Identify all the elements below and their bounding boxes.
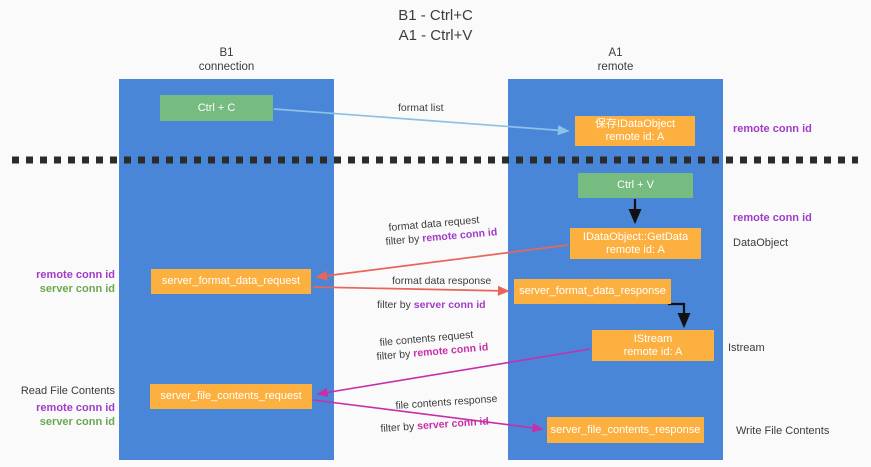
- column-header-b1-role: connection: [198, 61, 255, 73]
- box-server-file-contents-request[interactable]: server_file_contents_request: [150, 384, 312, 409]
- column-header-a1: A1 remote: [508, 46, 723, 74]
- filter-key-server-conn-id: server conn id: [416, 415, 490, 433]
- note-remote-conn-id: remote conn id: [36, 269, 115, 281]
- note-dataobject: DataObject: [733, 236, 788, 250]
- box-istream-subtitle: remote id: A: [623, 345, 683, 358]
- title-line-1: B1 - Ctrl+C: [398, 7, 473, 24]
- edge-label-format-data-response-filter: filter by server conn id: [377, 298, 486, 312]
- filter-prefix: filter by: [377, 299, 414, 311]
- box-server-format-data-response[interactable]: server_format_data_response: [514, 279, 671, 304]
- edge-label-format-data-response: format data response: [392, 275, 492, 287]
- box-server-file-contents-request-label: server_file_contents_request: [160, 390, 302, 402]
- filter-key-server-conn-id: server conn id: [413, 299, 486, 311]
- box-istream[interactable]: IStream remote id: A: [592, 330, 714, 361]
- column-header-b1: B1 connection: [119, 46, 334, 74]
- box-server-file-contents-response-label: server_file_contents_response: [550, 423, 701, 436]
- box-server-format-data-request[interactable]: server_format_data_request: [151, 269, 311, 294]
- note-text: Write File Contents: [736, 425, 830, 437]
- edge-label-format-list: format list: [398, 102, 444, 114]
- note-write-file-contents: Write File Contents: [736, 424, 829, 438]
- edge-label-file-contents-response: file contents response: [395, 392, 498, 412]
- box-server-file-contents-response[interactable]: server_file_contents_response: [547, 417, 704, 443]
- box-idataobject-getdata[interactable]: IDataObject::GetData remote id: A: [570, 228, 701, 259]
- edge-label-file-contents-response-filter: filter by server conn id: [380, 414, 489, 436]
- box-ctrl-v-label: Ctrl + V: [617, 179, 654, 191]
- note-conn-ids-format: remote conn id server conn id: [2, 268, 115, 296]
- column-header-b1-name: B1: [219, 47, 234, 59]
- box-ctrl-c[interactable]: Ctrl + C: [160, 95, 273, 121]
- box-save-idataobject-title: 保存IDataObject: [594, 118, 676, 130]
- note-text: remote conn id: [733, 212, 812, 224]
- box-save-idataobject[interactable]: 保存IDataObject remote id: A: [575, 116, 695, 146]
- column-header-a1-name: A1: [608, 47, 623, 59]
- note-istream: Istream: [728, 341, 765, 355]
- filter-prefix: filter by: [380, 420, 418, 435]
- filter-prefix: filter by: [376, 347, 414, 363]
- box-save-idataobject-subtitle: remote id: A: [605, 131, 665, 143]
- column-header-a1-role: remote: [597, 61, 634, 73]
- note-server-conn-id: server conn id: [39, 416, 115, 428]
- note-text: remote conn id: [733, 123, 812, 135]
- note-remote-conn-id-top: remote conn id: [733, 122, 812, 136]
- box-server-format-data-request-label: server_format_data_request: [161, 275, 301, 287]
- box-idataobject-getdata-subtitle: remote id: A: [606, 243, 665, 256]
- note-text: Read File Contents: [20, 385, 115, 397]
- title-line-2: A1 - Ctrl+V: [398, 27, 473, 44]
- note-remote-conn-id-mid: remote conn id: [733, 211, 812, 225]
- box-istream-title: IStream: [633, 332, 673, 345]
- box-ctrl-v[interactable]: Ctrl + V: [578, 173, 693, 198]
- note-conn-ids-file: remote conn id server conn id: [2, 401, 115, 429]
- note-text: DataObject: [733, 237, 789, 249]
- note-server-conn-id: server conn id: [39, 283, 115, 295]
- page-title: B1 - Ctrl+C A1 - Ctrl+V: [0, 6, 871, 46]
- box-server-format-data-response-label: server_format_data_response: [519, 285, 666, 297]
- filter-prefix: filter by: [385, 232, 423, 248]
- box-ctrl-c-label: Ctrl + C: [197, 101, 236, 114]
- note-remote-conn-id: remote conn id: [36, 402, 115, 414]
- box-idataobject-getdata-title: IDataObject::GetData: [582, 230, 689, 243]
- note-read-file-contents: Read File Contents: [2, 384, 115, 398]
- note-text: Istream: [728, 342, 765, 354]
